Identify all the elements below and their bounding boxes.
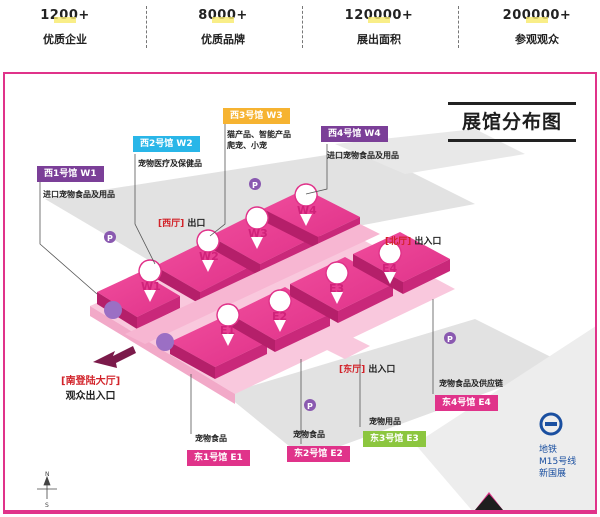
hall-tag-e4[interactable]: 东4号馆 E4	[435, 395, 498, 411]
stat-value: 120000+	[344, 8, 414, 23]
metro-logo-icon	[539, 412, 563, 436]
stat-label: 展出面积	[357, 33, 401, 46]
hall-desc-w3: 猫产品、智能产品 爬宠、小宠	[227, 130, 291, 150]
entrance-name: [南登陆大厅]	[61, 376, 121, 387]
svg-text:W1: W1	[141, 280, 161, 293]
hall-pin-e2[interactable]: E2	[268, 289, 292, 332]
ground-area	[415, 326, 595, 512]
svg-text:E1: E1	[220, 324, 235, 337]
hall-tag-e1[interactable]: 东1号馆 E1	[187, 450, 250, 466]
hall-tag-e2[interactable]: 东2号馆 E2	[287, 446, 350, 462]
hall-tag-w1[interactable]: 西1号馆 W1	[37, 166, 104, 182]
east-connector	[325, 336, 370, 359]
parking-marker: P	[304, 399, 316, 411]
stat-visitors: 200000+ 参观观众	[462, 8, 600, 47]
hall-tag-e3[interactable]: 东3号馆 E3	[363, 431, 426, 447]
ground-area	[45, 149, 475, 264]
svg-text:E4: E4	[382, 262, 398, 275]
parking-letter: P	[307, 402, 313, 411]
parking-marker: P	[444, 332, 456, 344]
ground-area	[225, 319, 565, 459]
compass-north: N	[45, 471, 50, 478]
map-title: 展馆分布图	[448, 102, 576, 142]
stat-divider	[458, 6, 459, 48]
hall-tag-w3[interactable]: 西3号馆 W3	[223, 108, 290, 124]
stat-value: 8000+	[198, 8, 248, 23]
hall-desc-e3: 宠物用品	[369, 417, 401, 426]
hall-desc-e1: 宠物食品	[195, 434, 227, 443]
venue-platform	[90, 306, 235, 404]
map-graphic: W1 W2 W3 W4 E1 E2 E3	[5, 124, 595, 512]
parking-letter: P	[252, 181, 258, 190]
hall-desc-e4: 宠物食品及供应链	[439, 379, 503, 388]
svg-text:W2: W2	[199, 250, 219, 263]
hall-desc-w2: 宠物医疗及保健品	[138, 159, 202, 168]
hall-desc-w4: 进口宠物食品及用品	[327, 151, 399, 160]
stat-value: 1200+	[40, 8, 90, 23]
stat-divider	[302, 6, 303, 48]
main-entrance[interactable]: [南登陆大厅] 观众出入口	[61, 374, 120, 404]
hall-desc-e2: 宠物食品	[293, 430, 325, 439]
hall-pin-w1[interactable]: W1	[138, 259, 162, 302]
svg-text:W3: W3	[248, 227, 268, 240]
hall-desc-w1: 进口宠物食品及用品	[43, 190, 115, 199]
svg-text:E3: E3	[329, 282, 344, 295]
stats-bar: 1200+ 优质企业 8000+ 优质品牌 120000+ 展出面积 20000…	[0, 0, 600, 62]
stat-area: 120000+ 展出面积	[304, 8, 454, 47]
parking-marker: P	[249, 178, 261, 190]
entrance-arrow-icon	[93, 346, 136, 368]
leader-lines	[39, 124, 434, 444]
hall-tag-w4[interactable]: 西4号馆 W4	[321, 126, 388, 142]
exit-east[interactable]: [东厅] 出入口	[339, 365, 396, 375]
metro-info: 地铁 M15号线 新国展	[539, 445, 577, 479]
hall-pin-e3[interactable]: E3	[325, 261, 349, 304]
parking-letter: P	[447, 335, 453, 344]
parking-marker: P	[104, 231, 116, 243]
exit-west[interactable]: [西厅] 出口	[158, 219, 206, 229]
hall-pin-w4[interactable]: W4	[294, 183, 318, 226]
stat-brands: 8000+ 优质品牌	[148, 8, 298, 47]
venue-map: W1 W2 W3 W4 E1 E2 E3	[3, 72, 597, 514]
hall-pin-e4[interactable]: E4	[378, 241, 402, 284]
parking-letter: P	[107, 234, 113, 243]
hall-pin-w3[interactable]: W3	[245, 206, 269, 249]
office-badge	[156, 333, 174, 351]
hall-tag-w2[interactable]: 西2号馆 W2	[133, 136, 200, 152]
entrance-desc: 观众出入口	[65, 391, 116, 402]
hall-pin-e1[interactable]: E1	[216, 303, 240, 346]
stat-enterprises: 1200+ 优质企业	[0, 8, 140, 47]
svg-text:W4: W4	[297, 204, 317, 217]
walkway	[125, 224, 380, 344]
compass-icon: N S	[37, 471, 57, 509]
bottom-accent-bar	[5, 492, 595, 512]
svg-text:E2: E2	[272, 310, 287, 323]
stat-value: 200000+	[502, 8, 572, 23]
exit-north[interactable]: [北厅] 出入口	[385, 237, 442, 247]
compass-south: S	[45, 502, 49, 509]
stat-label: 优质企业	[43, 33, 87, 46]
hall-pin-w2[interactable]: W2	[196, 229, 220, 272]
stat-divider	[146, 6, 147, 48]
stat-label: 优质品牌	[201, 33, 245, 46]
stat-label: 参观观众	[515, 33, 559, 46]
office-badge	[104, 301, 122, 319]
bottom-accent-notch	[475, 494, 503, 510]
hall-e4[interactable]	[353, 232, 450, 294]
